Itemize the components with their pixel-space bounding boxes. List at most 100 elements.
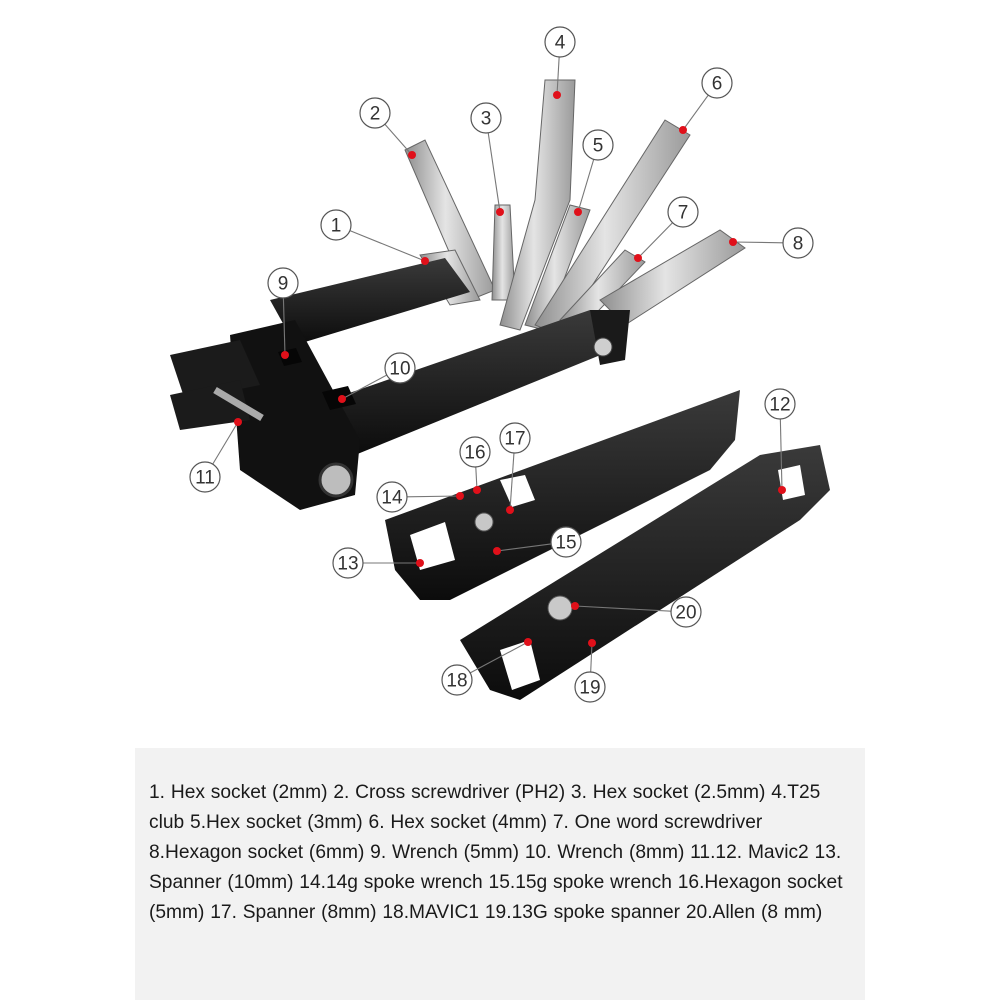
callout-circle xyxy=(459,436,491,468)
callout-circle xyxy=(582,129,614,161)
callout-13: 13 xyxy=(332,547,424,579)
callout-marker-dot xyxy=(778,486,786,494)
callout-leader-line xyxy=(682,94,709,131)
callout-number: 15 xyxy=(555,533,576,554)
callout-marker-dot xyxy=(524,638,532,646)
callout-number: 3 xyxy=(481,109,492,130)
callout-marker-dot xyxy=(506,506,514,514)
callout-circle xyxy=(267,267,299,299)
callout-circle xyxy=(332,547,364,579)
callout-leader-line xyxy=(496,543,552,552)
tool-bits xyxy=(404,79,746,336)
callout-marker-dot xyxy=(553,91,561,99)
callout-15: 15 xyxy=(493,526,582,558)
callout-marker-dot xyxy=(421,257,429,265)
callout-number: 12 xyxy=(769,395,790,416)
main-frame xyxy=(170,258,630,510)
callout-circle xyxy=(384,352,416,384)
callout-marker-dot xyxy=(634,254,642,262)
callout-number: 19 xyxy=(579,678,600,699)
callout-number: 9 xyxy=(278,274,289,295)
callout-number: 8 xyxy=(793,234,804,255)
callout-number: 11 xyxy=(195,468,215,489)
callout-number: 18 xyxy=(446,671,467,692)
callout-5: 5 xyxy=(574,129,614,216)
callout-marker-dot xyxy=(729,238,737,246)
callout-marker-dot xyxy=(496,208,504,216)
callout-14: 14 xyxy=(376,481,464,513)
callout-3: 3 xyxy=(470,102,504,216)
callout-number: 7 xyxy=(678,203,689,224)
callout-marker-dot xyxy=(574,208,582,216)
callout-6: 6 xyxy=(679,67,733,134)
callout-2: 2 xyxy=(359,97,416,159)
callout-number: 13 xyxy=(337,554,358,575)
callout-18: 18 xyxy=(441,638,532,696)
callout-number: 1 xyxy=(331,216,342,237)
callout-marker-dot xyxy=(588,639,596,647)
callout-marker-dot xyxy=(456,492,464,500)
callout-leader-line xyxy=(349,230,426,262)
callout-leader-line xyxy=(469,641,529,674)
callout-circle xyxy=(441,664,473,696)
callout-leader-line xyxy=(384,123,413,156)
callout-circle xyxy=(189,461,221,493)
callout-circle xyxy=(359,97,391,129)
callout-marker-dot xyxy=(338,395,346,403)
callout-1: 1 xyxy=(320,209,429,265)
callout-7: 7 xyxy=(634,196,699,262)
callout-marker-dot xyxy=(679,126,687,134)
callout-circle xyxy=(544,26,576,58)
callout-20: 20 xyxy=(571,596,702,628)
callout-leader-line xyxy=(556,56,560,96)
callout-8: 8 xyxy=(729,227,814,259)
callout-number: 5 xyxy=(593,136,604,157)
callout-circle xyxy=(670,596,702,628)
callout-leader-line xyxy=(574,605,672,612)
callout-number: 2 xyxy=(370,104,381,125)
callout-leader-line xyxy=(341,374,388,400)
callout-leader-line xyxy=(637,222,673,259)
bit-t25 xyxy=(499,79,576,331)
callout-circle xyxy=(701,67,733,99)
callout-circle xyxy=(320,209,352,241)
callout-leader-line xyxy=(590,642,593,673)
callout-number: 17 xyxy=(504,429,525,450)
callout-marker-dot xyxy=(416,559,424,567)
callout-circle xyxy=(667,196,699,228)
callout-leader-line xyxy=(509,452,515,511)
callout-number: 6 xyxy=(712,74,723,95)
callout-leader-line xyxy=(487,132,501,213)
callout-17: 17 xyxy=(499,422,531,514)
callout-leader-line xyxy=(406,495,461,498)
callout-circle xyxy=(550,526,582,558)
callout-number: 4 xyxy=(555,33,566,54)
callout-circle xyxy=(782,227,814,259)
callout-4: 4 xyxy=(544,26,576,99)
callout-circle xyxy=(764,388,796,420)
callout-9: 9 xyxy=(267,267,299,359)
callout-marker-dot xyxy=(473,486,481,494)
callout-19: 19 xyxy=(574,639,606,703)
callout-10: 10 xyxy=(338,352,416,403)
callout-marker-dot xyxy=(234,418,242,426)
callout-11: 11 xyxy=(189,418,242,493)
callout-number: 20 xyxy=(675,603,696,624)
callout-16: 16 xyxy=(459,436,491,494)
callout-circle xyxy=(376,481,408,513)
callout-circle xyxy=(574,671,606,703)
callout-leader-line xyxy=(732,241,784,244)
callout-number: 14 xyxy=(381,488,403,509)
callout-marker-dot xyxy=(493,547,501,555)
spoke-wrench-plate xyxy=(385,390,740,600)
callout-circle xyxy=(470,102,502,134)
callout-leader-line xyxy=(577,159,595,213)
callout-leader-line xyxy=(282,297,286,356)
callout-marker-dot xyxy=(281,351,289,359)
legend-box: 1. Hex socket (2mm) 2. Cross screwdriver… xyxy=(135,748,865,1000)
callout-marker-dot xyxy=(571,602,579,610)
callout-12: 12 xyxy=(764,388,796,494)
callout-leader-line xyxy=(212,421,239,465)
callout-circle xyxy=(499,422,531,454)
